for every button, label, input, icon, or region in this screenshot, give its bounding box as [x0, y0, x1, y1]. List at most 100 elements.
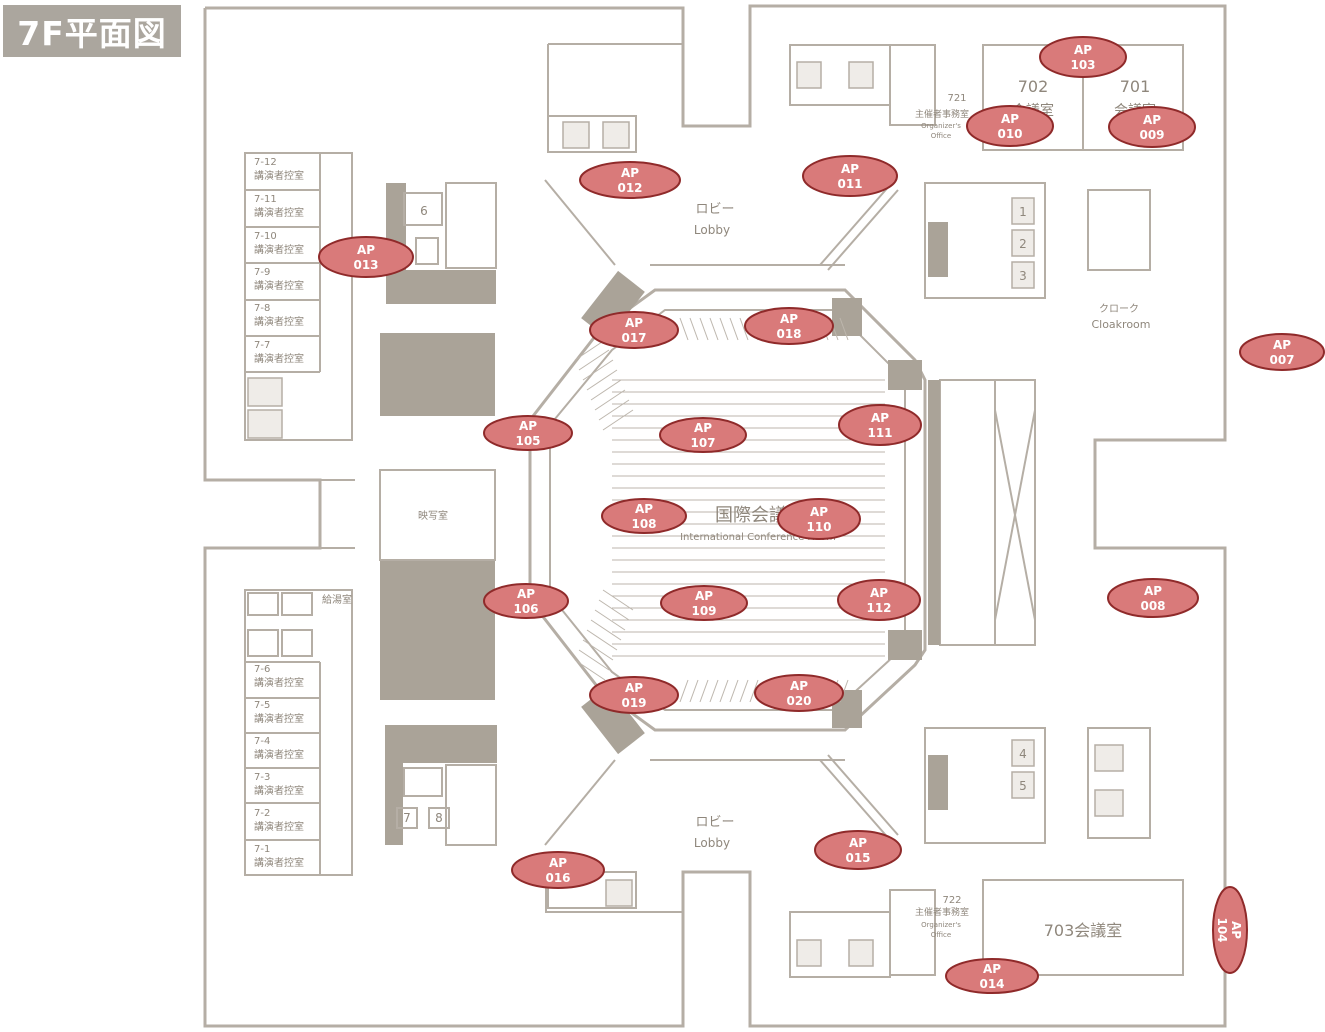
speaker-room-name: 講演者控室 [254, 315, 304, 328]
access-point-label: AP [780, 312, 798, 326]
seat-row [598, 399, 630, 421]
seat-row [679, 679, 689, 703]
pantry: 給湯室 [322, 593, 352, 606]
access-point-label: AP [694, 421, 712, 435]
access-point-ellipse [483, 583, 569, 619]
lobby-bottom-jp: ロビー [695, 815, 734, 830]
speaker-room-name: 講演者控室 [254, 676, 304, 689]
access-point-ellipse [660, 585, 748, 621]
lobby-top-en: Lobby [694, 223, 730, 237]
room-721-en2: Office [931, 132, 951, 140]
access-point-ellipse [483, 415, 573, 451]
seat-row [709, 317, 719, 341]
lobby-top-jp: ロビー [695, 202, 734, 217]
access-point-label: AP [517, 587, 535, 601]
elevator-1: 1 [1019, 205, 1027, 219]
access-point-id: 014 [979, 977, 1004, 991]
access-point-id: 009 [1139, 128, 1164, 142]
speaker-room-number: 7-5 [254, 700, 270, 711]
access-point-label: AP [1143, 113, 1161, 127]
speaker-room-number: 7-1 [254, 844, 270, 855]
seat-row [586, 369, 618, 391]
access-point-ellipse [601, 498, 687, 534]
seat-row [699, 317, 709, 341]
seat-row [749, 679, 759, 703]
right-service-blocks [924, 182, 1151, 844]
access-point-label: AP [1229, 921, 1243, 939]
access-point-label: AP [1001, 112, 1019, 126]
access-point-id: 106 [513, 602, 538, 616]
room-721-num: 721 [947, 93, 966, 104]
room-702-num: 702 [1018, 77, 1049, 96]
seat-row [578, 349, 610, 371]
seat-row [719, 679, 729, 703]
seat-row [839, 317, 849, 341]
seat-row [578, 649, 610, 671]
top-right-rooms [789, 44, 1184, 151]
access-point-id: 008 [1140, 599, 1165, 613]
elevator-4: 4 [1019, 747, 1027, 761]
floor-title: 7F平面図 [3, 5, 181, 57]
access-point-id: 019 [621, 696, 646, 710]
seat-row [689, 317, 699, 341]
access-point-id: 105 [515, 434, 540, 448]
room-722-jp: 主催者事務室 [915, 906, 969, 918]
access-point-ellipse [1108, 106, 1196, 148]
access-point-label: AP [635, 502, 653, 516]
access-point-ellipse [1039, 36, 1127, 78]
access-point-ellipse [945, 958, 1039, 994]
access-point-ellipse [589, 311, 679, 349]
access-point-ellipse [1212, 886, 1248, 974]
seat-row [574, 659, 606, 681]
speaker-room-name: 講演者控室 [254, 169, 304, 182]
bottom-right-rooms [789, 879, 1184, 978]
seat-row [729, 317, 739, 341]
seat-row [739, 317, 749, 341]
elevator-2: 2 [1019, 237, 1027, 251]
access-point-id: 016 [545, 871, 570, 885]
access-point-id: 112 [866, 601, 891, 615]
access-point-id: 107 [690, 436, 715, 450]
access-point-ellipse [318, 236, 414, 278]
seat-row [590, 619, 622, 641]
main-hall-en: International Conference Room [680, 532, 836, 543]
speaker-room-number: 7-9 [254, 267, 270, 278]
seat-row [602, 409, 634, 431]
seat-row [729, 679, 739, 703]
access-point-id: 108 [631, 517, 656, 531]
stage-area [928, 379, 1036, 646]
access-point-label: AP [357, 243, 375, 257]
speaker-room-name: 講演者控室 [254, 820, 304, 833]
access-point-id: 020 [786, 694, 811, 708]
seat-row [594, 609, 626, 631]
access-point-ellipse [511, 851, 605, 889]
cloak-en: Cloakroom [1091, 318, 1150, 331]
seat-row [574, 339, 606, 361]
